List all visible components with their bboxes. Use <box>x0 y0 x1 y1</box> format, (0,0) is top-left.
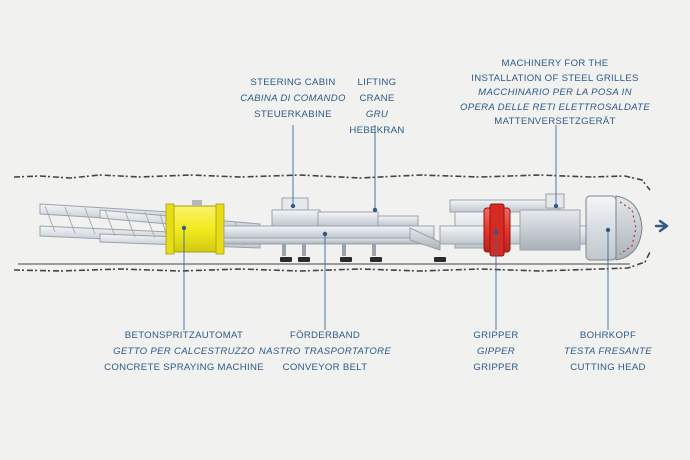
label-grille-machinery-it-1: MACCHINARIO PER LA POSA IN <box>478 87 632 99</box>
right-arrow-icon <box>654 219 669 233</box>
label-conveyor-belt: FÖRDERBAND NASTRO TRASPORTATORE CONVEYOR… <box>250 328 400 376</box>
label-concrete-spraying-de: BETONSPRITZAUTOMAT <box>124 330 244 341</box>
label-concrete-spraying: BETONSPRITZAUTOMAT GETTO PER CALCESTRUZZ… <box>86 328 282 376</box>
label-cutting-head: BOHRKOPF TESTA FRESANTE CUTTING HEAD <box>556 328 660 376</box>
label-lifting-crane: LIFTING CRANE GRU HEBEKRAN <box>340 75 414 139</box>
label-lifting-crane-en: LIFTING CRANE <box>357 77 397 104</box>
label-steering-cabin-it: CABINA DI COMANDO <box>240 93 346 104</box>
tunnel-floor-line <box>13 251 651 272</box>
label-steering-cabin-de: STEUERKABINE <box>254 109 332 120</box>
label-grille-machinery-it-2: OPERA DELLE RETI ELETTROSALDATE <box>459 101 651 113</box>
leader-dots <box>181 203 611 237</box>
label-gripper-it: GIPPER <box>476 346 516 357</box>
tunnel-roof-line <box>13 174 651 191</box>
wheel-bogies <box>280 244 446 262</box>
leader-lines <box>183 125 609 330</box>
label-steering-cabin: STEERING CABIN CABINA DI COMANDO STEUERK… <box>228 75 358 123</box>
label-grille-machinery-de: MATTENVERSETZGERÄT <box>494 116 616 128</box>
label-gripper-en: GRIPPER <box>473 362 519 373</box>
tunnel-rock-outline <box>13 174 651 272</box>
label-lifting-crane-de: HEBEKRAN <box>349 125 405 136</box>
main-frame <box>223 197 441 251</box>
label-concrete-spraying-en: CONCRETE SPRAYING MACHINE <box>104 362 264 373</box>
label-conveyor-belt-en: CONVEYOR BELT <box>282 362 368 373</box>
label-grille-machinery-en-1: MACHINERY FOR THE <box>501 58 609 69</box>
label-conveyor-belt-de: FÖRDERBAND <box>289 330 361 341</box>
label-grille-machinery-en-2: INSTALLATION OF STEEL GRILLES <box>471 72 639 84</box>
grille-installation-machinery <box>439 193 591 251</box>
label-concrete-spraying-it: GETTO PER CALCESTRUZZO <box>113 346 255 357</box>
label-gripper-de: GRIPPER <box>473 330 519 341</box>
label-cutting-head-de: BOHRKOPF <box>579 330 637 341</box>
label-gripper: GRIPPER GIPPER GRIPPER <box>456 328 536 376</box>
label-cutting-head-it: TESTA FRESANTE <box>564 346 652 357</box>
label-steering-cabin-en: STEERING CABIN <box>250 77 336 88</box>
label-grille-machinery: MACHINERY FOR THE INSTALLATION OF STEEL … <box>455 57 655 130</box>
cutting-head <box>585 195 643 261</box>
label-lifting-crane-it: GRU <box>365 109 389 120</box>
label-cutting-head-en: CUTTING HEAD <box>570 362 646 373</box>
gripper-unit <box>483 203 511 257</box>
concrete-spraying-machine <box>165 200 225 255</box>
label-conveyor-belt-it: NASTRO TRASPORTATORE <box>258 346 392 357</box>
